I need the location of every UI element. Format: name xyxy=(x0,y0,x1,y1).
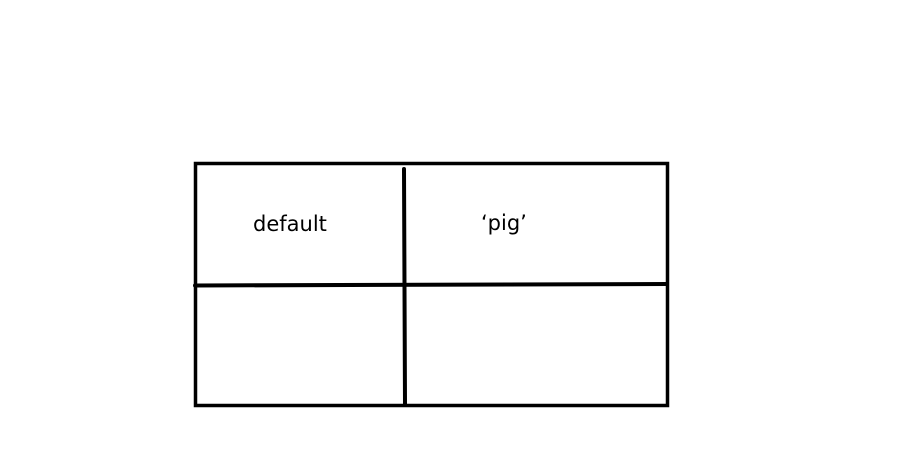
cell-r1-c1: default xyxy=(253,212,327,236)
table-vertical-divider xyxy=(402,167,407,407)
cell-r1-c2: ‘pig’ xyxy=(481,211,527,235)
table-horizontal-divider xyxy=(193,282,669,288)
